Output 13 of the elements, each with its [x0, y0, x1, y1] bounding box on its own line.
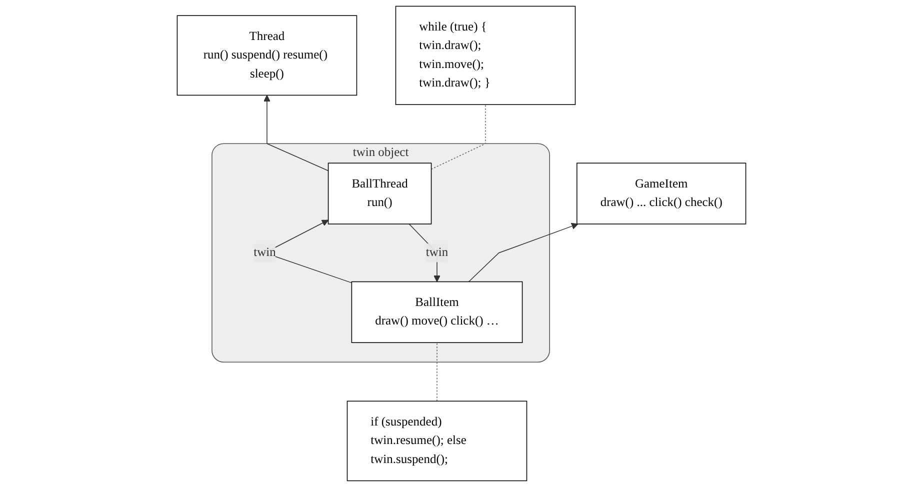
node-box: GameItem draw() ... click() check(): [576, 162, 746, 224]
node-box: BallItem draw() move() click() …: [351, 281, 523, 343]
node-box: while (true) { twin.draw(); twin.move(); twin.draw(); }: [395, 6, 576, 105]
node-box: BallThread run(): [328, 162, 432, 224]
arrow: [264, 94, 329, 172]
node-box: if (suspended) twin.resume(); else twin.suspend();: [346, 400, 528, 482]
node-box: Thread run() suspend() resume() sleep(): [176, 15, 358, 96]
connector: [436, 342, 438, 402]
arrow: [408, 224, 440, 282]
arrow: [468, 222, 578, 282]
connector: [430, 104, 486, 170]
edge-label: twin: [426, 246, 448, 260]
edge-label: twin: [254, 246, 276, 260]
